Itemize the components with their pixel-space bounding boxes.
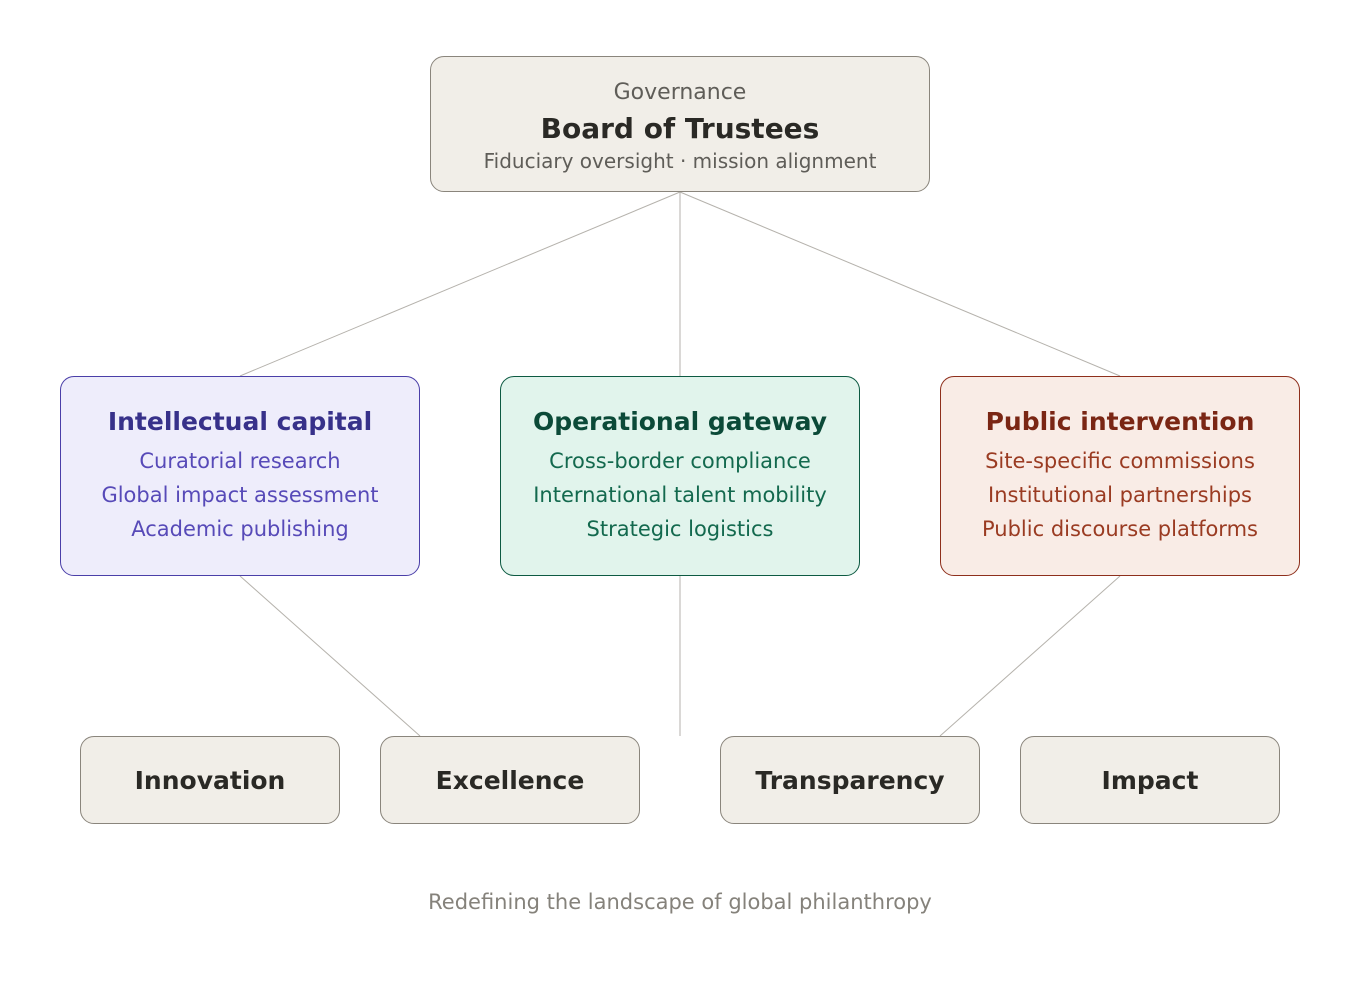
- value-excellence: Excellence: [380, 736, 640, 824]
- value-transparency: Transparency: [720, 736, 980, 824]
- board-subtitle: Fiduciary oversight · mission alignment: [483, 149, 877, 173]
- pillar-item: Institutional partnerships: [988, 483, 1252, 507]
- pillar-title: Operational gateway: [532, 407, 828, 436]
- connector-public-to-transparency: [939, 575, 1121, 737]
- pillar-intellectual-capital: Intellectual capital Curatorial research…: [60, 376, 420, 576]
- value-impact: Impact: [1020, 736, 1280, 824]
- tagline: Redefining the landscape of global phila…: [428, 890, 932, 914]
- pillar-item: Global impact assessment: [101, 483, 379, 507]
- pillar-item: Academic publishing: [131, 517, 349, 541]
- pillar-operational-gateway: Operational gateway Cross-border complia…: [500, 376, 860, 576]
- pillar-title: Intellectual capital: [107, 407, 373, 436]
- connector-intellectual-to-excellence: [239, 575, 421, 737]
- pillar-item: Public discourse platforms: [982, 517, 1258, 541]
- pillar-item: Cross-border compliance: [549, 449, 811, 473]
- pillar-item: Strategic logistics: [586, 517, 774, 541]
- board-eyebrow: Governance: [613, 80, 747, 105]
- pillar-item: International talent mobility: [533, 483, 827, 507]
- connector-board-to-intellectual: [239, 191, 681, 377]
- board-of-trustees-node: Governance Board of Trustees Fiduciary o…: [430, 56, 930, 192]
- pillar-item: Site-specific commissions: [985, 449, 1255, 473]
- pillar-title: Public intervention: [985, 407, 1255, 436]
- connector-board-to-public: [679, 191, 1121, 377]
- pillar-item: Curatorial research: [139, 449, 341, 473]
- pillar-public-intervention: Public intervention Site-specific commis…: [940, 376, 1300, 576]
- value-innovation: Innovation: [80, 736, 340, 824]
- board-title: Board of Trustees: [540, 112, 820, 145]
